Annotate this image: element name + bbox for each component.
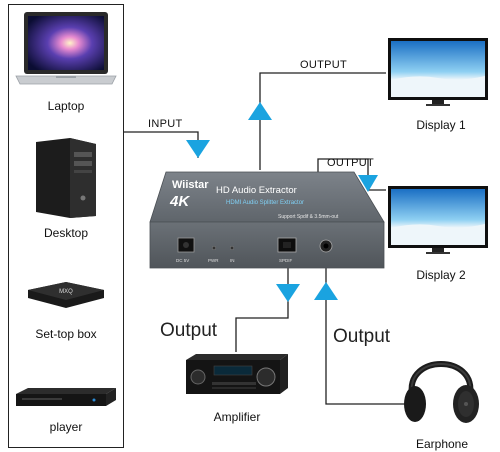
output-line-display1	[260, 73, 386, 170]
output-arrow-earphone	[314, 282, 338, 300]
device-support: Support Spdif & 3.5mm-out	[278, 214, 339, 220]
player-image	[14, 386, 118, 414]
port-in-label: IN	[230, 258, 235, 263]
settop-box-label: Set-top box	[8, 327, 124, 341]
laptop-image	[12, 10, 120, 92]
output-arrow-display1	[248, 102, 272, 120]
port-spdif-label: SPDIF	[279, 258, 293, 263]
device-subtitle: HDMI Audio Splitter Extractor	[226, 200, 304, 206]
device-model: 4K	[169, 193, 190, 210]
display1-label: Display 1	[396, 118, 486, 132]
port-dc-label: DC 5V	[176, 258, 189, 263]
port-pwr-label: PWR	[208, 258, 219, 263]
amplifier-label: Amplifier	[182, 410, 292, 424]
earphone-image	[400, 334, 482, 428]
settop-brand: MXQ	[59, 289, 73, 295]
device-brand: Wiistar	[172, 179, 209, 191]
device-name: HD Audio Extractor	[216, 185, 297, 196]
input-label: INPUT	[148, 118, 183, 130]
output-arrow-amplifier	[276, 284, 300, 302]
display2-label: Display 2	[396, 268, 486, 282]
laptop-label: Laptop	[8, 99, 124, 113]
output-label-top: OUTPUT	[300, 59, 347, 71]
desktop-label: Desktop	[8, 226, 124, 240]
output-label-left: Output	[160, 320, 217, 342]
output-label-mid: OUTPUT	[327, 157, 374, 169]
input-line	[124, 132, 198, 158]
earphone-label: Earphone	[402, 437, 482, 451]
player-label: player	[8, 420, 124, 434]
input-arrow	[186, 140, 210, 158]
audio-extractor-device: Wiistar 4K HD Audio Extractor HDMI Audio…	[148, 168, 388, 276]
display1-image	[386, 36, 490, 110]
output-line-amplifier	[236, 265, 288, 352]
settop-box-image: MXQ	[24, 278, 108, 312]
output-label-right: Output	[333, 326, 390, 348]
desktop-image	[30, 134, 102, 220]
amplifier-image	[182, 352, 292, 398]
display2-image	[386, 184, 490, 260]
